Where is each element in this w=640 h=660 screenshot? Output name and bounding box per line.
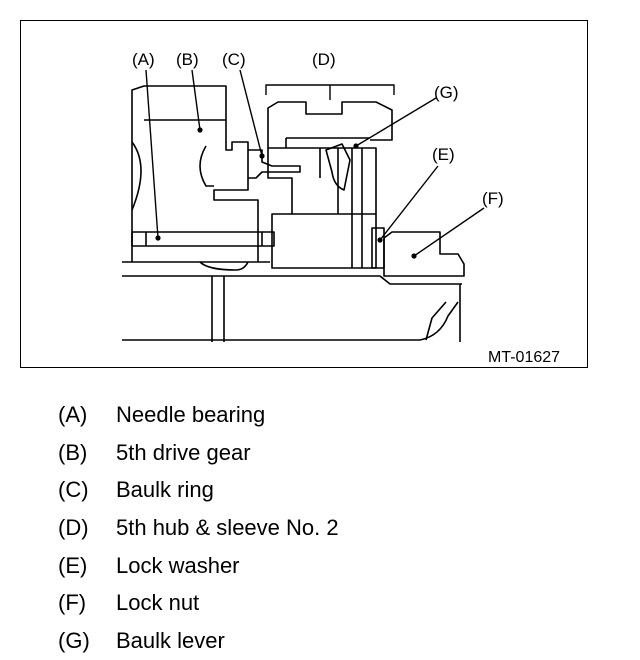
legend-item-needle-bearing: (A) Needle bearing bbox=[58, 396, 339, 434]
legend-part-name: Baulk ring bbox=[116, 477, 214, 503]
legend-key: (D) bbox=[58, 514, 89, 540]
figure-id-label: MT-01627 bbox=[488, 349, 560, 366]
callout-label-e: (E) bbox=[432, 145, 455, 164]
legend-key: (B) bbox=[58, 439, 88, 465]
callout-label-f: (F) bbox=[482, 189, 504, 208]
transmission-cross-section-diagram: (A) (B) (C) (D) (G) (E) (F) bbox=[122, 50, 560, 366]
legend-part-name: Lock nut bbox=[116, 590, 200, 616]
legend-part-name: Baulk lever bbox=[116, 627, 225, 653]
callout-label-d: (D) bbox=[312, 50, 336, 69]
hub-and-sleeve bbox=[267, 101, 393, 269]
shaft bbox=[122, 261, 462, 342]
legend-item-baulk-ring: (C) Baulk ring bbox=[58, 471, 339, 509]
legend-key: (C) bbox=[58, 477, 89, 503]
legend-item-baulk-lever: (G) Baulk lever bbox=[58, 622, 339, 660]
lock-washer bbox=[371, 227, 385, 269]
lock-nut bbox=[383, 231, 465, 277]
legend-item-hub-sleeve: (D) 5th hub & sleeve No. 2 bbox=[58, 509, 339, 547]
needle-bearing bbox=[131, 231, 275, 247]
callout-label-a: (A) bbox=[132, 50, 155, 69]
legend-key: (E) bbox=[58, 552, 88, 578]
callout-label-b: (B) bbox=[176, 50, 199, 69]
legend-key: (G) bbox=[58, 627, 90, 653]
drive-gear-body bbox=[131, 85, 259, 262]
legend-item-drive-gear: (B) 5th drive gear bbox=[58, 434, 339, 472]
diagram-frame bbox=[20, 20, 588, 368]
parts-legend: (A) Needle bearing (B) 5th drive gear (C… bbox=[58, 396, 339, 660]
callout-label-c: (C) bbox=[222, 50, 246, 69]
legend-part-name: 5th hub & sleeve No. 2 bbox=[116, 514, 339, 540]
legend-part-name: 5th drive gear bbox=[116, 439, 251, 465]
legend-part-name: Lock washer bbox=[116, 552, 240, 578]
legend-item-lock-washer: (E) Lock washer bbox=[58, 547, 339, 585]
baulk-ring bbox=[248, 149, 301, 179]
legend-key: (A) bbox=[58, 401, 88, 427]
legend-part-name: Needle bearing bbox=[116, 401, 266, 427]
legend-item-lock-nut: (F) Lock nut bbox=[58, 584, 339, 622]
legend-key: (F) bbox=[58, 590, 87, 616]
callout-label-g: (G) bbox=[434, 83, 459, 102]
